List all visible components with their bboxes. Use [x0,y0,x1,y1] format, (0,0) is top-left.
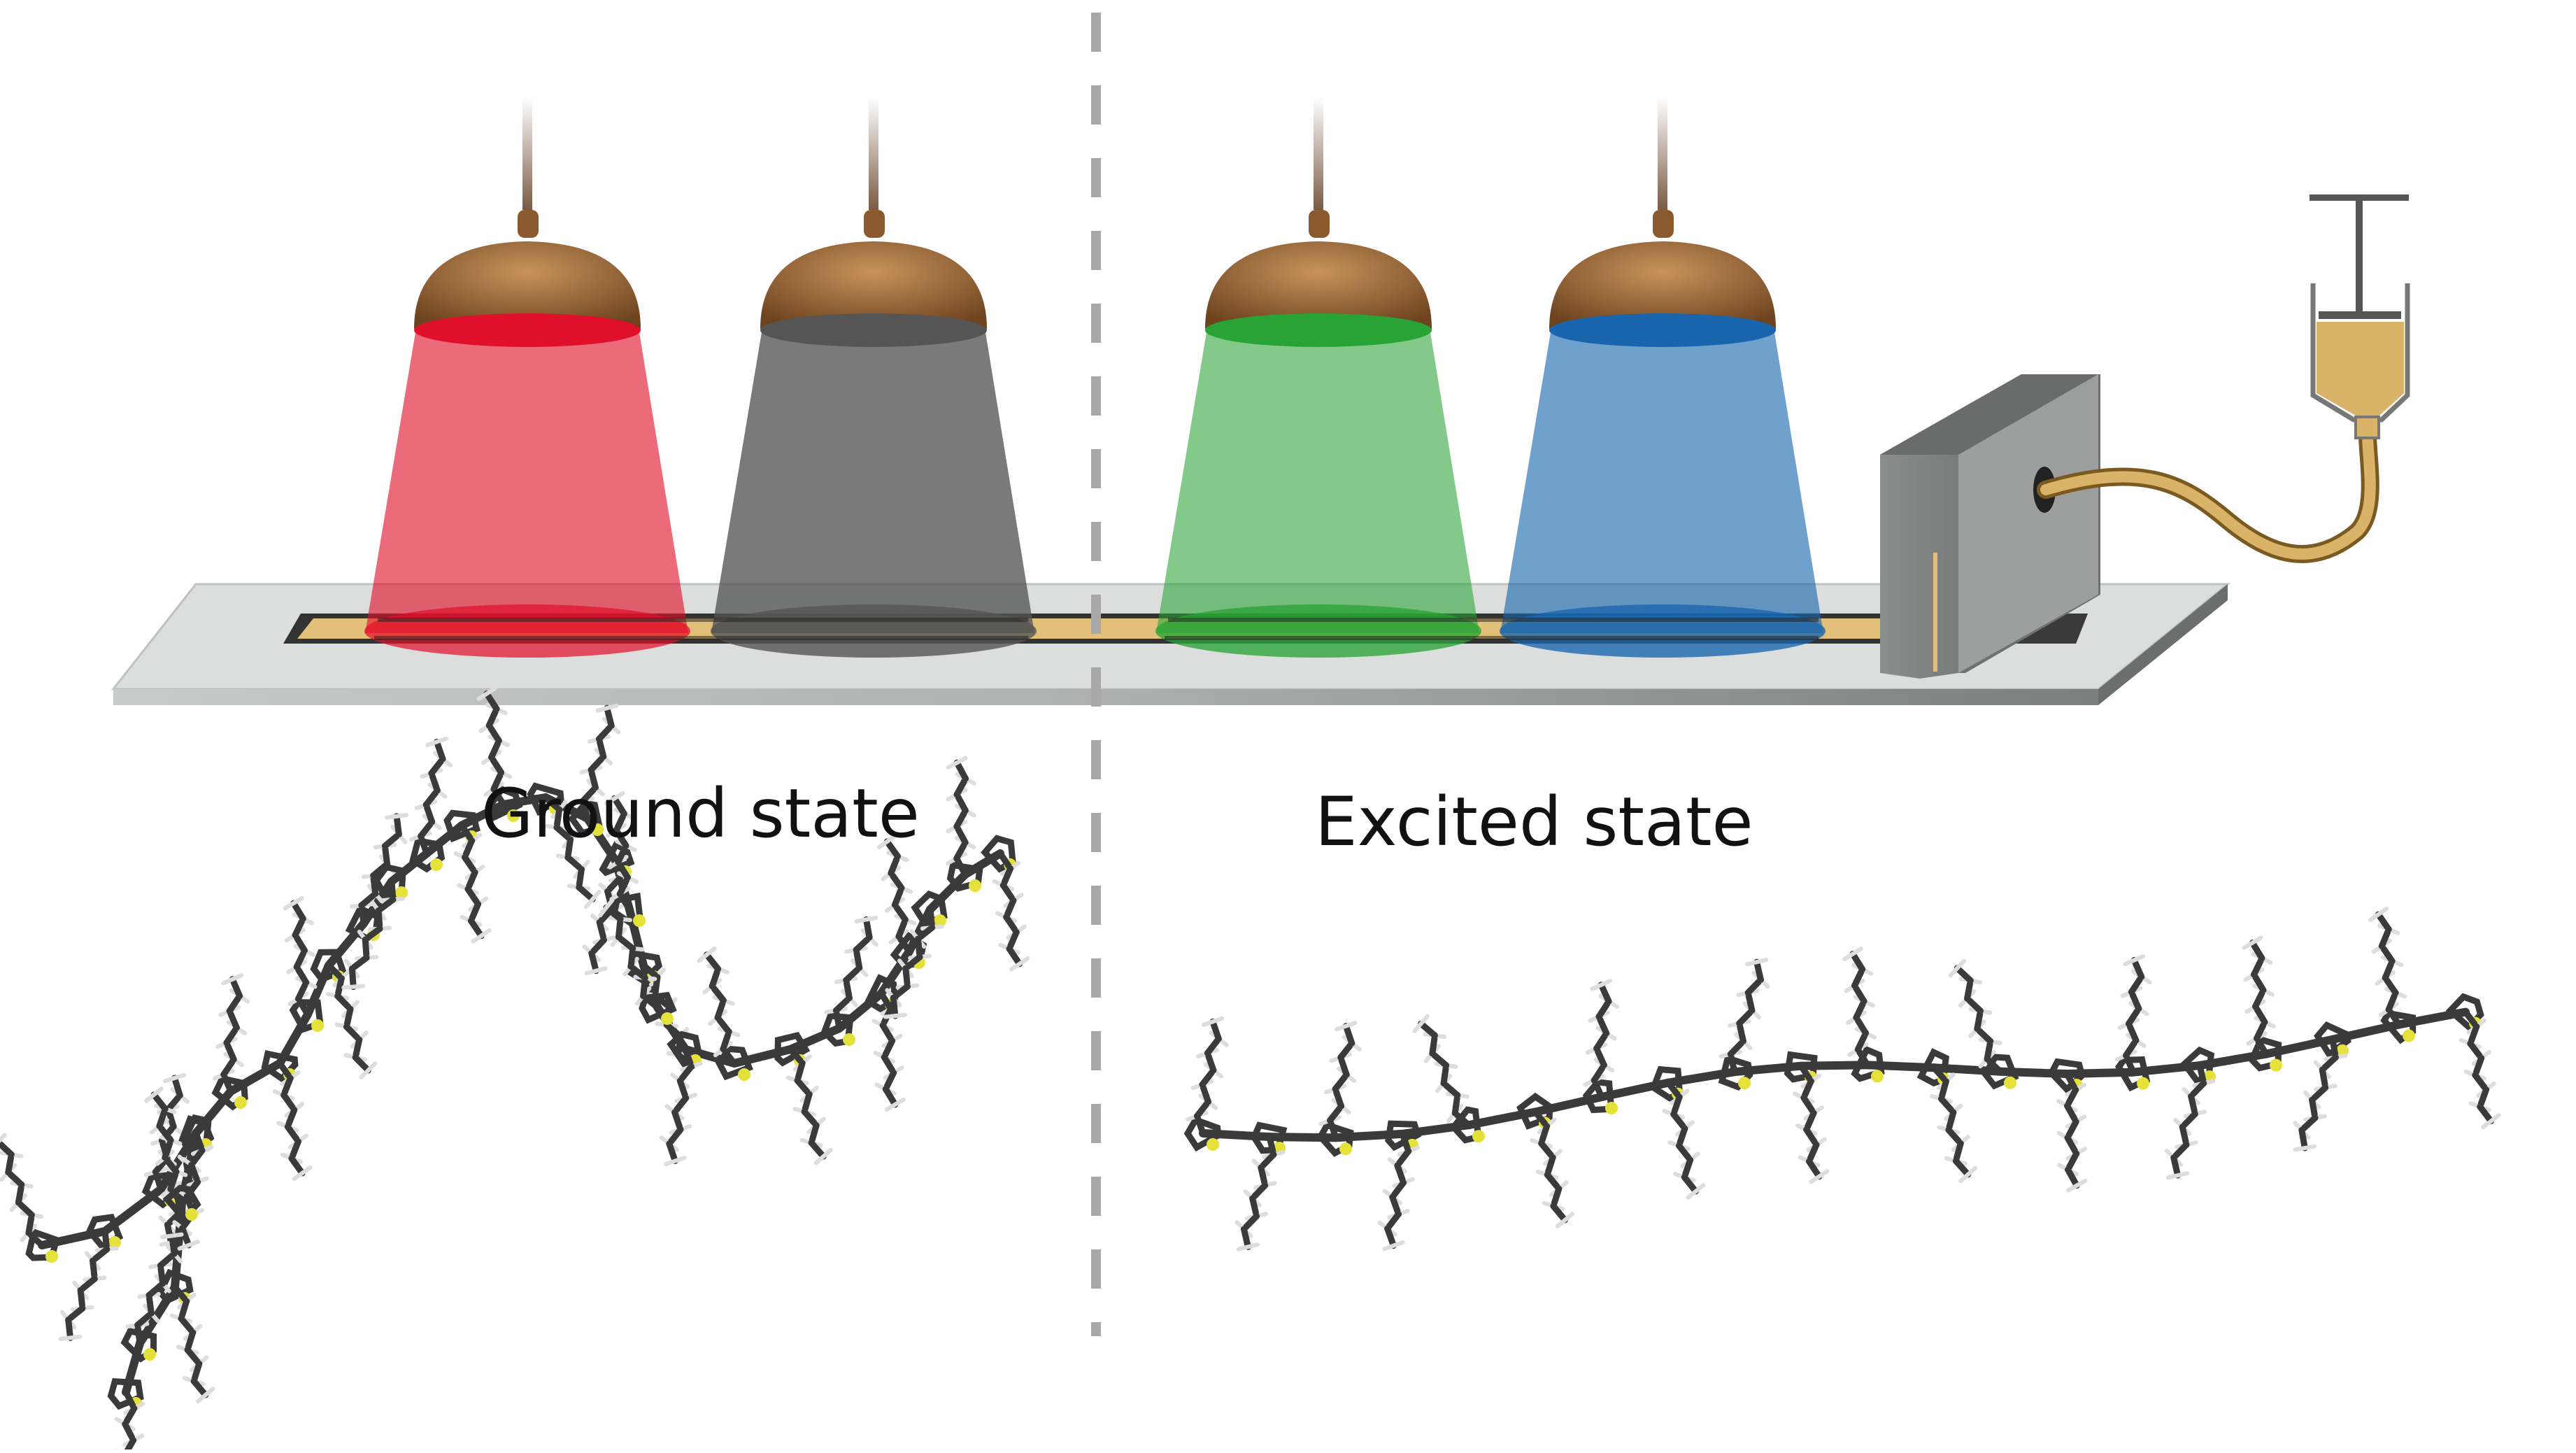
ground-state-polymer [0,686,1030,1453]
blue-lamp [1500,98,1826,658]
green-lamp [1155,98,1481,658]
syringe [2310,194,2410,439]
excited-state-polymer [1183,907,2501,1252]
syringe-tube [2037,425,2379,563]
red-lamp [364,98,690,658]
excited-state-label: Excited state [1315,783,1753,861]
ground-state-label: Ground state [481,774,920,853]
strip-highlight-lines [374,618,1819,640]
gray-lamp [711,98,1037,658]
flow-cell-box [1880,374,2100,679]
